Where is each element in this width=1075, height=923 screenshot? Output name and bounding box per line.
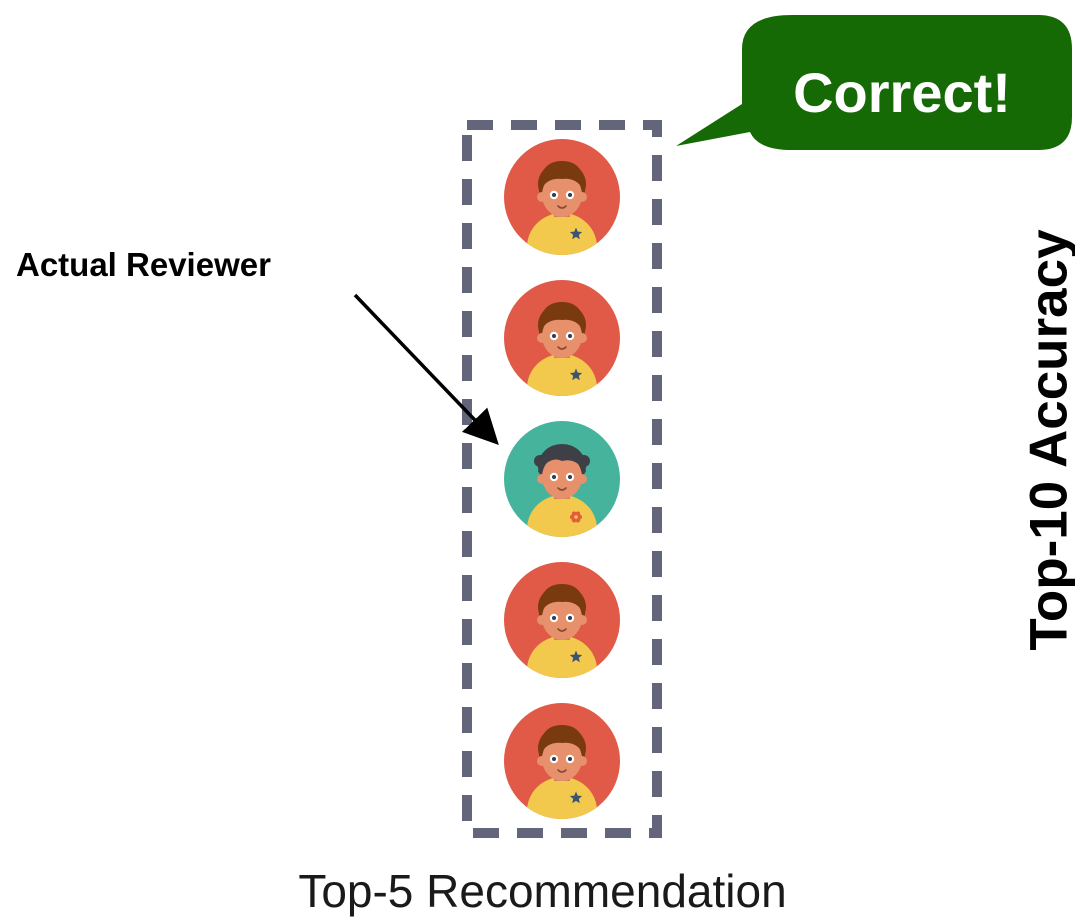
top-5-recommendation-caption: Top-5 Recommendation — [298, 865, 787, 917]
annotation-arrow — [353, 293, 499, 446]
actual-reviewer-label: Actual Reviewer — [16, 246, 271, 283]
speech-bubble — [676, 15, 1072, 150]
reviewer-list — [504, 139, 620, 819]
top-10-accuracy-label: Top-10 Accuracy — [1019, 229, 1075, 651]
top-5-recommendation-box — [462, 120, 662, 838]
actual-reviewer-avatar-icon — [504, 421, 620, 537]
reviewer-avatar-icon — [504, 280, 620, 396]
correct-bubble-text: Correct! — [793, 60, 1011, 124]
star-badge-icon — [569, 791, 583, 804]
star-badge-icon — [569, 368, 583, 381]
flower-badge-icon — [570, 511, 582, 523]
reviewer-avatar-icon — [504, 562, 620, 678]
reviewer-avatar-icon — [504, 703, 620, 819]
star-badge-icon — [569, 227, 583, 240]
reviewer-avatar-icon — [504, 139, 620, 255]
star-badge-icon — [569, 650, 583, 663]
